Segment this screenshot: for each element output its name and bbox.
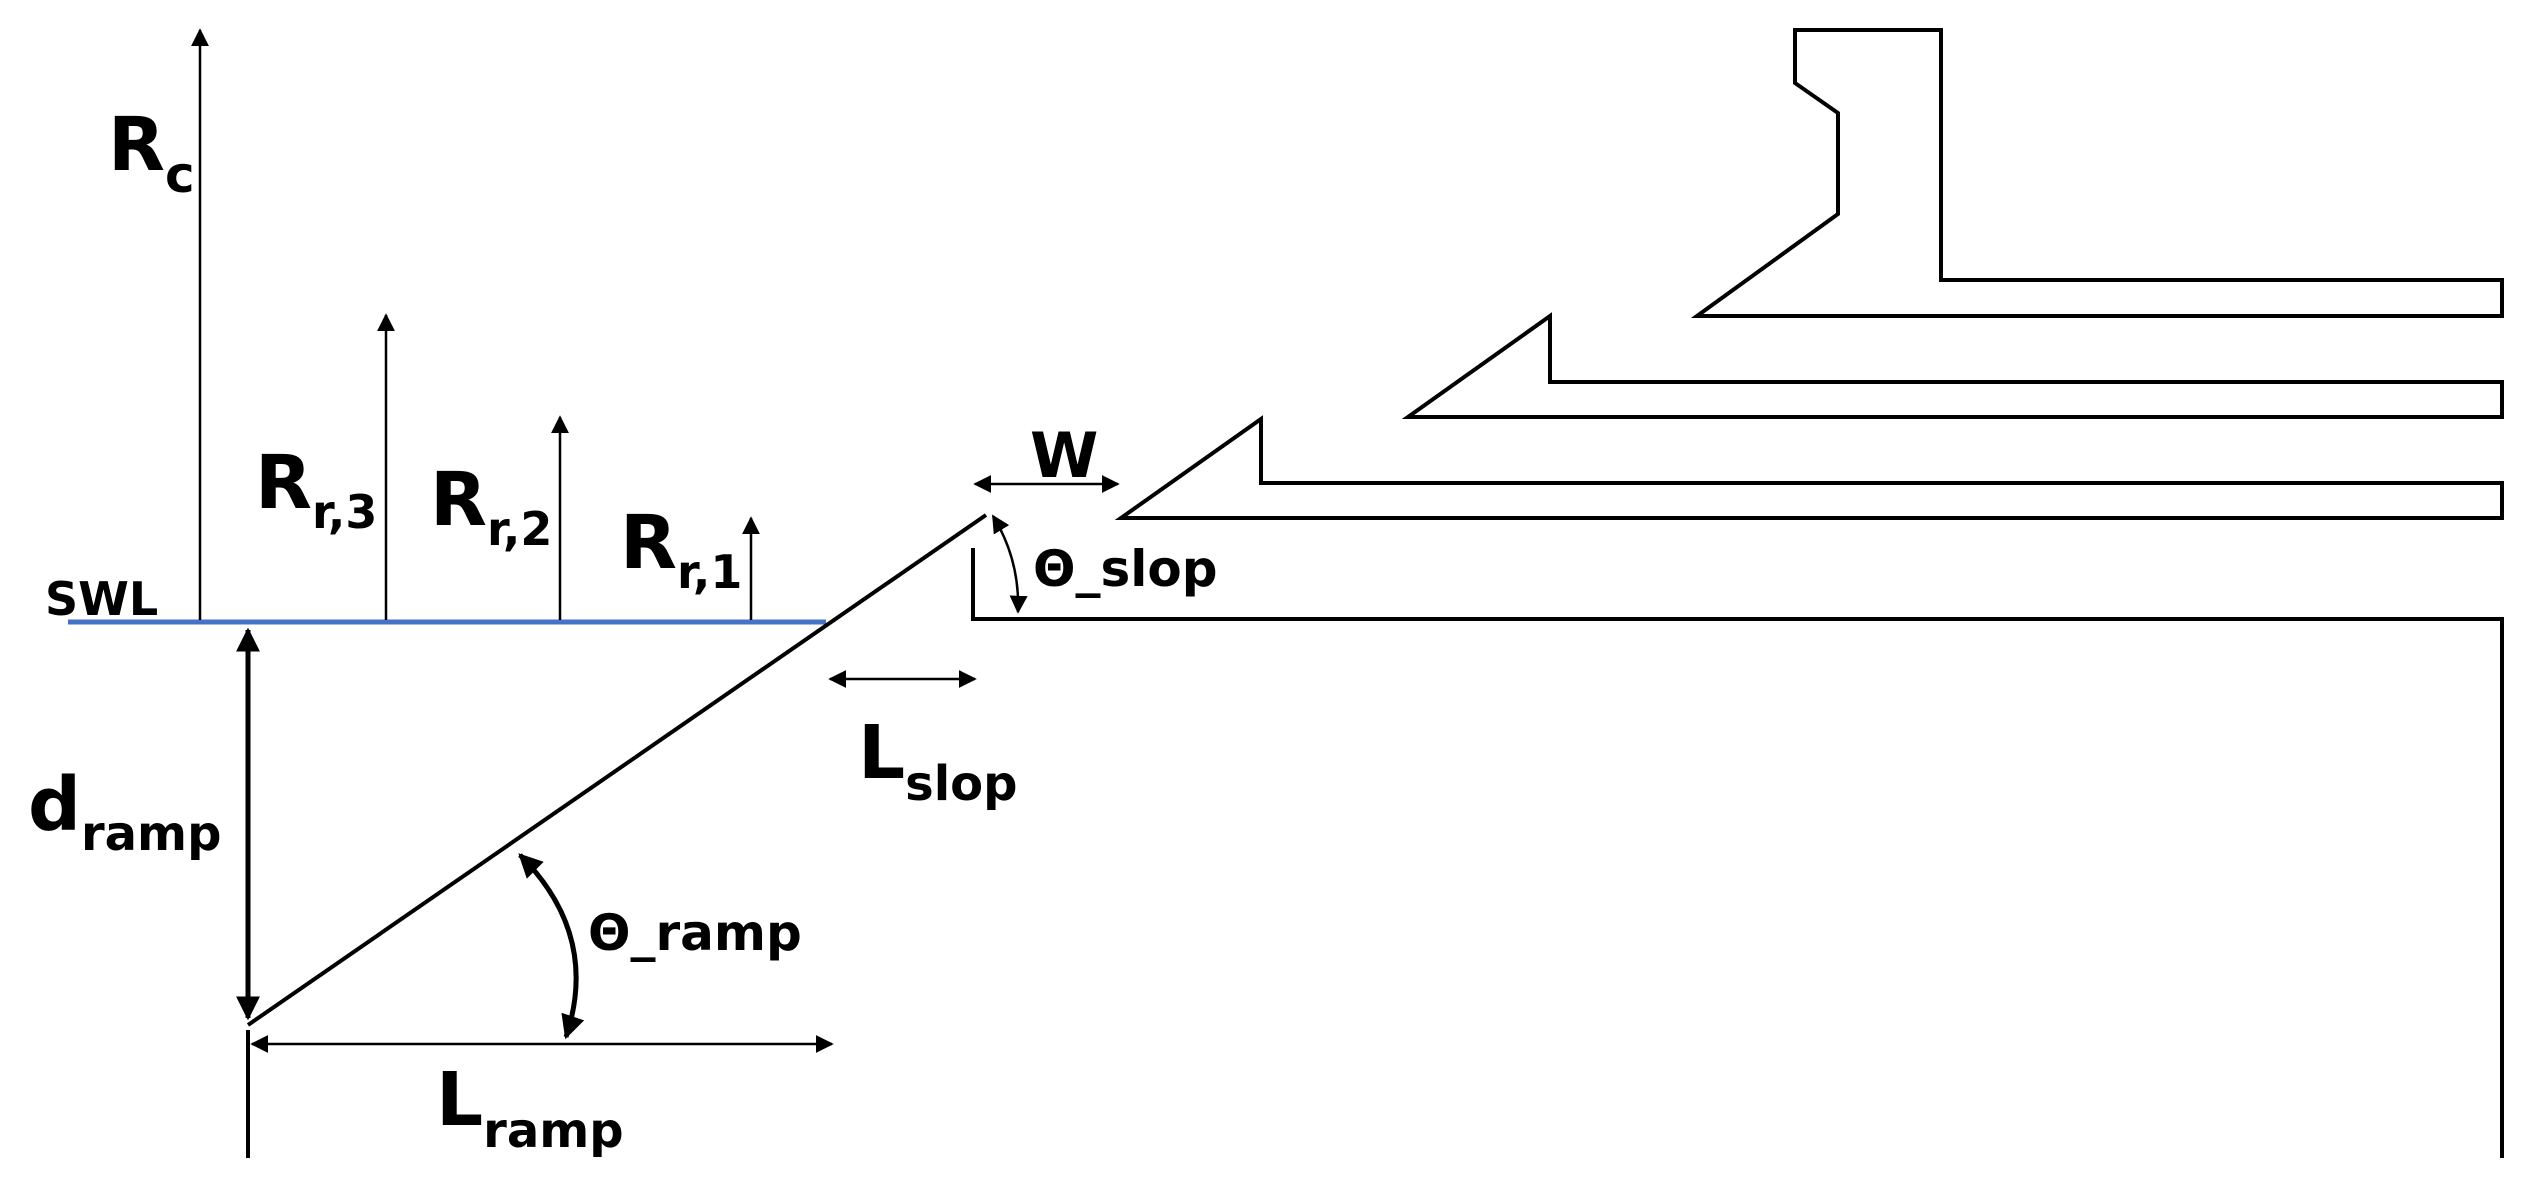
theta-ramp-angle-arc bbox=[518, 853, 585, 1040]
theta-slop-angle-arc bbox=[991, 514, 1028, 614]
rc-label: Rc bbox=[108, 102, 195, 204]
rr2-label: Rr,2 bbox=[430, 457, 552, 556]
ramp-slope-line bbox=[246, 513, 988, 1027]
rr3-label: Rr,3 bbox=[255, 440, 377, 539]
theta-slop-label: Θ_slop bbox=[1033, 540, 1218, 598]
reflector-plate-2 bbox=[1401, 312, 2504, 419]
w-label: W bbox=[1030, 419, 1098, 492]
theta-ramp-label: Θ_ramp bbox=[588, 904, 802, 962]
crest-structure bbox=[1690, 28, 2504, 318]
d-ramp-label: dramp bbox=[28, 762, 221, 862]
rr1-label: Rr,1 bbox=[620, 500, 742, 599]
swl-label: SWL bbox=[45, 572, 158, 626]
structure-base-outline bbox=[971, 548, 2504, 1158]
l-slop-label: Lslop bbox=[858, 710, 1018, 812]
reflector-plate-1 bbox=[1114, 415, 2504, 520]
l-ramp-label: Lramp bbox=[436, 1057, 624, 1159]
